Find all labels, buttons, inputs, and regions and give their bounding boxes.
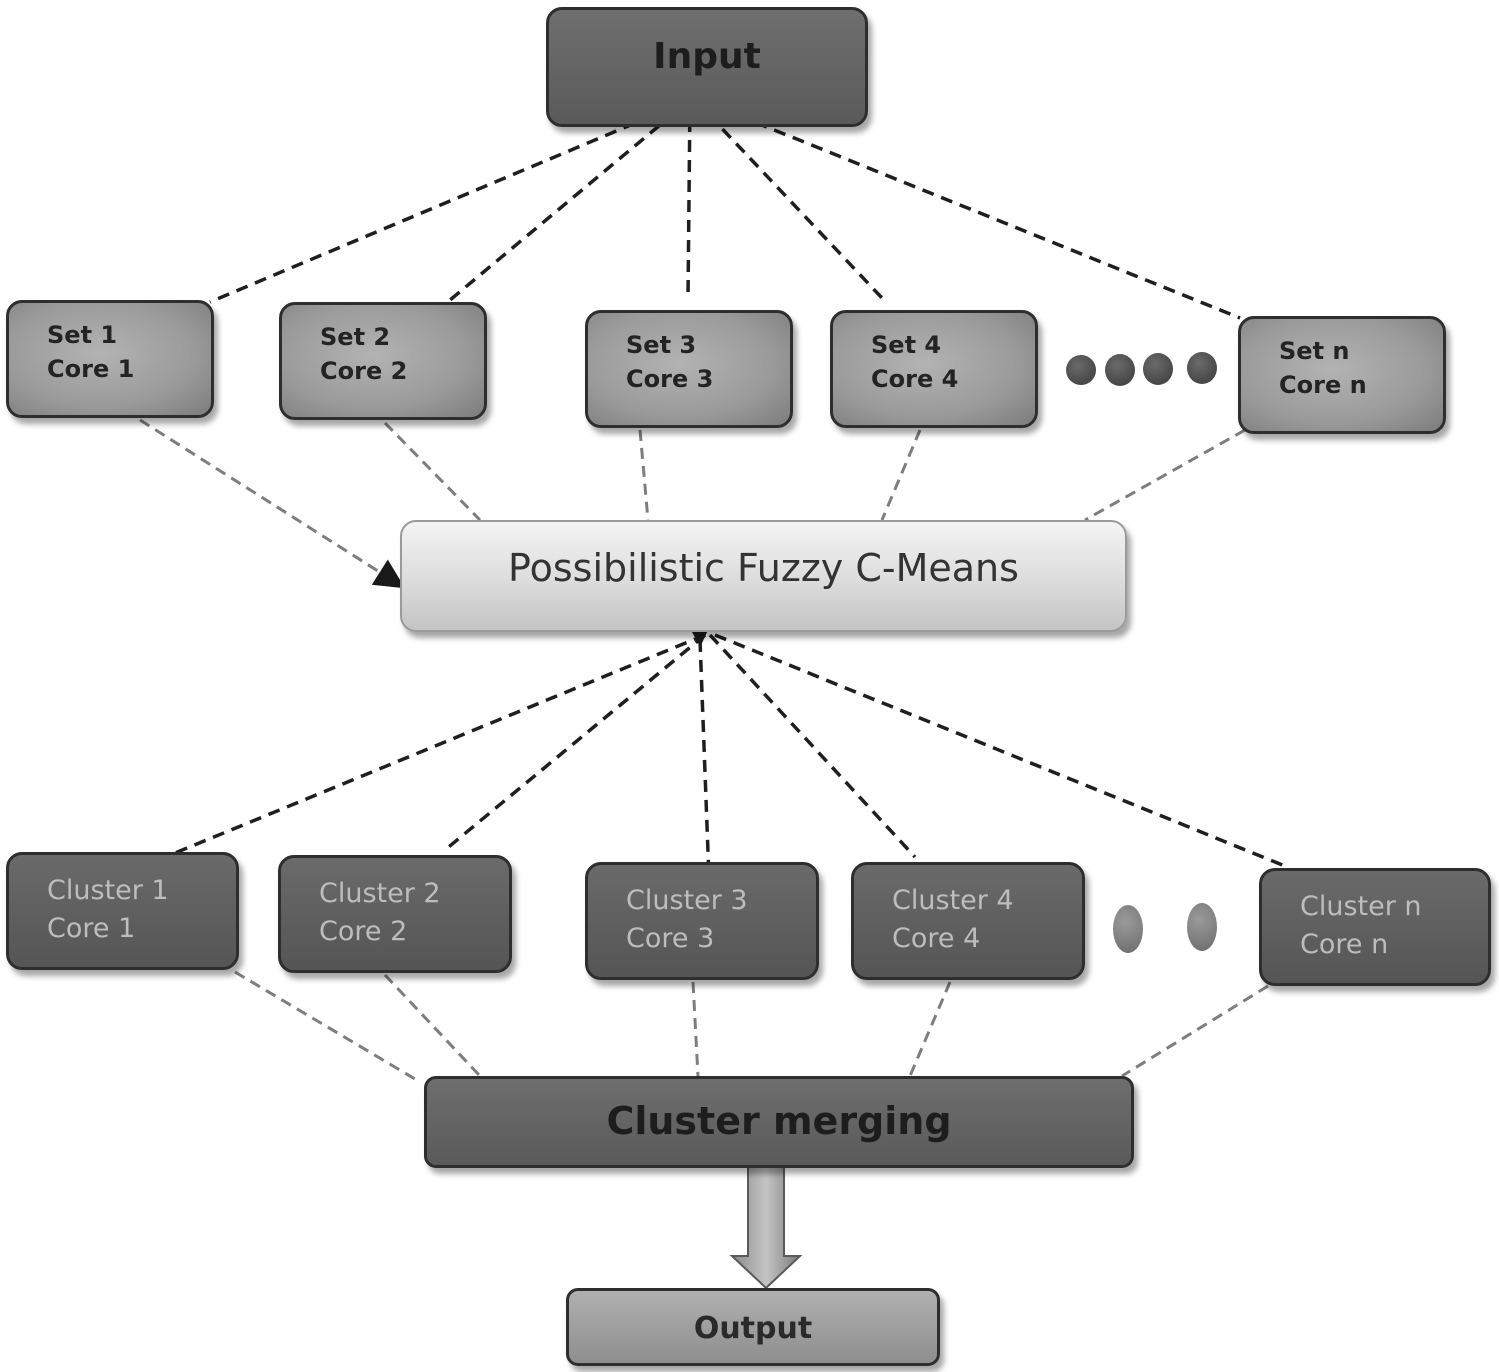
cluster-n-node: Cluster n Core n (1259, 868, 1491, 986)
set1-to-pfcm-line (139, 418, 406, 589)
pfcm-label: Possibilistic Fuzzy C-Means (508, 546, 1019, 590)
cluster-2-core-label: Core 2 (319, 916, 408, 947)
cluster-3-label: Cluster 3 (626, 885, 748, 916)
set-1-core-label: Core 1 (47, 355, 135, 383)
cluster1-to-merge-line (234, 970, 421, 1084)
set-n-node: Set n Core n (1238, 316, 1446, 434)
cluster-1-label: Cluster 1 (47, 875, 169, 906)
cluster-4-label: Cluster 4 (892, 885, 1014, 916)
pfcm-to-cluster3-line (681, 611, 727, 912)
set-n-core-label: Core n (1279, 371, 1367, 399)
set-1-label: Set 1 (47, 321, 118, 349)
cluster-2-node: Cluster 2 Core 2 (278, 855, 512, 973)
set-3-label: Set 3 (626, 331, 697, 359)
cluster-4-core-label: Core 4 (892, 923, 981, 954)
pfcm-to-cluster4-line (708, 633, 917, 859)
pfcm-node: Possibilistic Fuzzy C-Means (400, 520, 1127, 632)
pfcm-to-cluster1-line (174, 633, 706, 855)
set-2-node: Set 2 Core 2 (279, 302, 487, 420)
output-label: Output (693, 1311, 813, 1346)
input-node: Input (546, 7, 868, 127)
set-4-core-label: Core 4 (871, 365, 959, 393)
cluster-n-core-label: Core n (1300, 929, 1389, 960)
setn-to-pfcm-line (1084, 428, 1246, 522)
set2-to-pfcm-line (383, 421, 482, 522)
cluster-3-node: Cluster 3 Core 3 (585, 862, 819, 980)
cluster-2-label: Cluster 2 (319, 878, 441, 909)
output-node: Output (566, 1288, 940, 1366)
set4-to-pfcm-line (880, 429, 922, 521)
ellipsis-dot (1113, 905, 1143, 953)
input-label: Input (653, 36, 761, 77)
set-2-label: Set 2 (320, 323, 391, 351)
set-4-node: Set 4 Core 4 (830, 310, 1038, 428)
cluster-4-node: Cluster 4 Core 4 (851, 862, 1085, 980)
cluster3-to-merge-line (691, 981, 700, 1077)
set3-to-pfcm-line (638, 429, 650, 521)
cluster-n-label: Cluster n (1300, 891, 1422, 922)
cluster-merging-label: Cluster merging (606, 1099, 952, 1143)
set-2-core-label: Core 2 (320, 357, 408, 385)
cluster-1-node: Cluster 1 Core 1 (6, 852, 239, 970)
cluster-3-core-label: Core 3 (626, 923, 715, 954)
set-3-core-label: Core 3 (626, 365, 714, 393)
input-to-set2-line (448, 98, 692, 302)
cluster-merging-node: Cluster merging (424, 1076, 1134, 1168)
pfcm-to-clustern-line (714, 633, 1286, 868)
ellipsis-dot (1143, 353, 1173, 385)
input-to-setn-line (699, 98, 1241, 320)
set-4-label: Set 4 (871, 331, 942, 359)
pfcm-to-cluster2-line (443, 633, 707, 852)
cluster-1-core-label: Core 1 (47, 913, 136, 944)
clustern-to-merge-line (1121, 984, 1269, 1078)
input-to-set3-line (672, 71, 708, 299)
ellipsis-dot (1187, 903, 1217, 951)
set-n-label: Set n (1279, 337, 1350, 365)
ellipsis-dot (1066, 355, 1096, 385)
cluster4-to-merge-line (908, 981, 952, 1077)
set-1-node: Set 1 Core 1 (6, 300, 214, 418)
input-to-set1-line (209, 98, 691, 304)
merge-to-output-arrow (729, 1165, 803, 1290)
input-to-set4-line (693, 98, 884, 300)
set-3-node: Set 3 Core 3 (585, 310, 793, 428)
cluster2-to-merge-line (383, 973, 482, 1078)
ellipsis-dot (1187, 352, 1217, 384)
ellipsis-dot (1105, 354, 1135, 386)
